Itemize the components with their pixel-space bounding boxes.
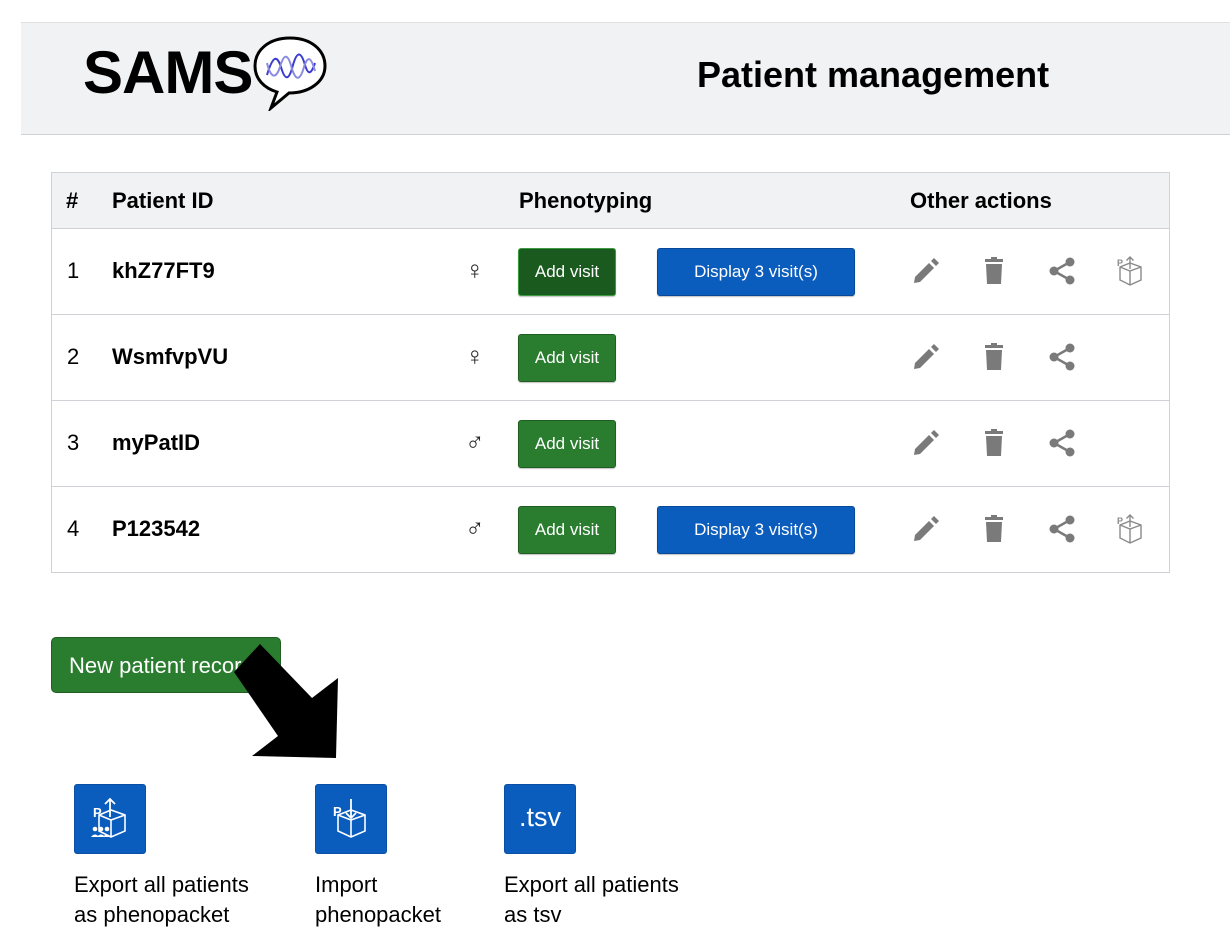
pencil-icon[interactable] bbox=[910, 427, 942, 459]
label-line: phenopacket bbox=[315, 902, 441, 927]
share-icon[interactable] bbox=[1046, 341, 1078, 373]
tsv-icon[interactable]: .tsv bbox=[504, 784, 576, 854]
label-line: Import bbox=[315, 872, 378, 897]
add-visit-button[interactable]: Add visit bbox=[518, 248, 616, 296]
share-icon[interactable] bbox=[1046, 427, 1078, 459]
trash-icon[interactable] bbox=[978, 513, 1010, 545]
add-visit-button[interactable]: Add visit bbox=[518, 334, 616, 382]
trash-icon[interactable] bbox=[978, 427, 1010, 459]
logo-text: SAMS bbox=[83, 39, 253, 106]
table-row: 4 P123542 ♂ Add visit Display 3 visit(s)… bbox=[52, 487, 1169, 572]
label-line: Export all patients bbox=[504, 872, 679, 897]
trash-icon[interactable] bbox=[978, 255, 1010, 287]
column-header-other-actions: Other actions bbox=[910, 188, 1052, 213]
import-phenopacket-icon[interactable]: P bbox=[315, 784, 387, 854]
export-phenopacket-label: Export all patients as phenopacket bbox=[74, 870, 294, 930]
export-tsv-tool[interactable]: .tsv Export all patients as tsv bbox=[504, 784, 679, 927]
female-icon: ♀ bbox=[465, 255, 485, 285]
column-header-num: # bbox=[66, 188, 79, 213]
label-line: Export all patients bbox=[74, 872, 249, 897]
table-row: 1 khZ77FT9 ♀ Add visit Display 3 visit(s… bbox=[52, 229, 1169, 315]
phenopacket-export-icon[interactable]: P bbox=[1114, 513, 1146, 545]
pencil-icon[interactable] bbox=[910, 513, 942, 545]
tsv-icon-text: .tsv bbox=[518, 802, 561, 832]
sams-logo[interactable]: SAMS bbox=[83, 35, 343, 115]
table-row: 2 WsmfvpVU ♀ Add visit bbox=[52, 315, 1169, 401]
page-title: Patient management bbox=[697, 54, 1050, 95]
column-header-patient-id: Patient ID bbox=[112, 188, 214, 213]
app-header: SAMS Patient management bbox=[21, 22, 1230, 135]
patient-table: # Patient ID Phenotyping Other actions 1… bbox=[51, 172, 1170, 573]
add-visit-button[interactable]: Add visit bbox=[518, 506, 616, 554]
label-line: as tsv bbox=[504, 902, 562, 927]
row-number: 1 bbox=[67, 258, 80, 283]
table-row: 3 myPatID ♂ Add visit bbox=[52, 401, 1169, 487]
table-header: # Patient ID Phenotyping Other actions bbox=[52, 173, 1169, 229]
column-header-phenotyping: Phenotyping bbox=[519, 188, 653, 213]
speech-bubble-icon bbox=[253, 36, 327, 111]
arrow-annotation-icon bbox=[234, 644, 338, 758]
row-number: 4 bbox=[67, 516, 80, 541]
svg-text:P: P bbox=[93, 805, 102, 820]
pencil-icon[interactable] bbox=[910, 255, 942, 287]
share-icon[interactable] bbox=[1046, 255, 1078, 287]
patient-id: myPatID bbox=[112, 430, 201, 455]
row-number: 3 bbox=[67, 430, 80, 455]
pencil-icon[interactable] bbox=[910, 341, 942, 373]
male-icon: ♂ bbox=[465, 513, 485, 543]
patient-id: khZ77FT9 bbox=[112, 258, 215, 283]
svg-text:P: P bbox=[1117, 258, 1123, 268]
row-number: 2 bbox=[67, 344, 80, 369]
female-icon: ♀ bbox=[465, 341, 485, 371]
import-phenopacket-tool[interactable]: P Import phenopacket bbox=[315, 784, 441, 927]
svg-text:P: P bbox=[333, 804, 342, 819]
display-visits-button[interactable]: Display 3 visit(s) bbox=[657, 506, 855, 554]
add-visit-button[interactable]: Add visit bbox=[518, 420, 616, 468]
phenopacket-export-icon[interactable]: P bbox=[1114, 255, 1146, 287]
export-phenopacket-icon[interactable]: P bbox=[74, 784, 146, 854]
trash-icon[interactable] bbox=[978, 341, 1010, 373]
male-icon: ♂ bbox=[465, 427, 485, 457]
share-icon[interactable] bbox=[1046, 513, 1078, 545]
svg-text:P: P bbox=[1117, 516, 1123, 526]
display-visits-button[interactable]: Display 3 visit(s) bbox=[657, 248, 855, 296]
import-phenopacket-label: Import phenopacket bbox=[315, 870, 535, 930]
export-phenopacket-tool[interactable]: P Export all patients as phenopacket bbox=[74, 784, 249, 927]
patient-id: WsmfvpVU bbox=[112, 344, 229, 369]
export-tsv-label: Export all patients as tsv bbox=[504, 870, 724, 930]
label-line: as phenopacket bbox=[74, 902, 230, 927]
patient-id: P123542 bbox=[112, 516, 201, 541]
